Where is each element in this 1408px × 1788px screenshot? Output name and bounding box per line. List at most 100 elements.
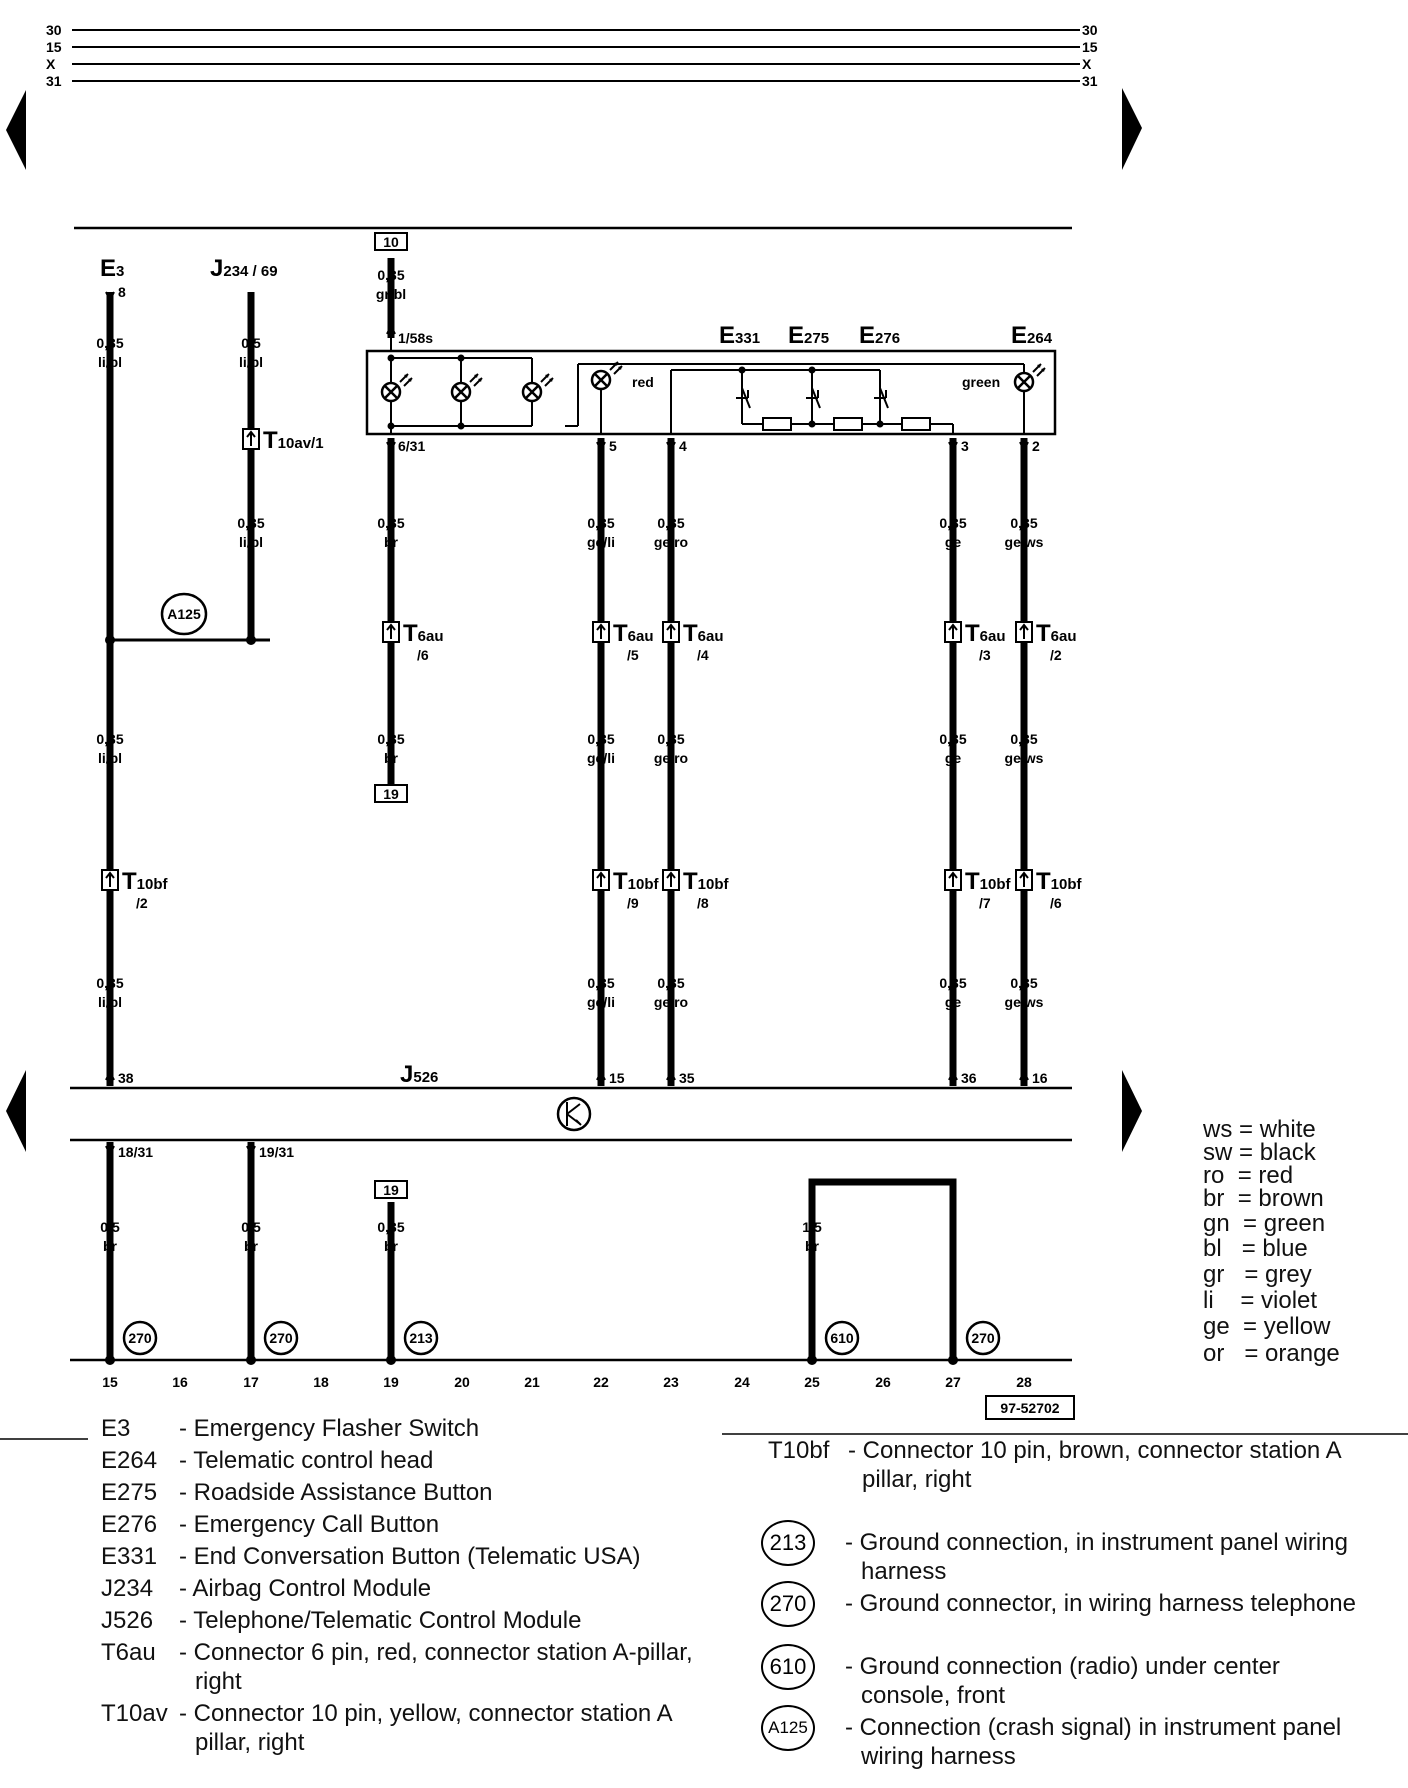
pin-label: 5 [609, 438, 617, 454]
svg-text:270: 270 [971, 1330, 995, 1346]
svg-text:ge/ro: ge/ro [654, 994, 688, 1010]
svg-text:0,35: 0,35 [657, 975, 684, 991]
svg-text:/9: /9 [627, 895, 639, 911]
svg-text:T6au: T6au [965, 620, 1006, 647]
rail-label: 31 [1082, 73, 1098, 89]
pin-label: 3 [961, 438, 969, 454]
svg-text:0,35: 0,35 [657, 731, 684, 747]
ground-point-270: 270 [105, 1320, 158, 1365]
svg-text:0,35: 0,35 [237, 515, 264, 531]
svg-text:19: 19 [383, 1374, 399, 1390]
svg-text:ge/ro: ge/ro [654, 534, 688, 550]
lamp-icon [380, 372, 414, 403]
svg-text:270: 270 [269, 1330, 293, 1346]
svg-text:br: br [384, 750, 399, 766]
ground-point-270: 270 [948, 1320, 1001, 1365]
svg-text:/4: /4 [697, 647, 709, 663]
svg-text:0,35: 0,35 [587, 975, 614, 991]
svg-text:li/bl: li/bl [98, 354, 122, 370]
document-id: 97-52702 [985, 1395, 1075, 1420]
red-lamp-icon [590, 360, 624, 391]
color-key-row: gn = green [1203, 1210, 1326, 1237]
svg-text:0,35: 0,35 [377, 1219, 404, 1235]
svg-text:ge/ws: ge/ws [1005, 534, 1044, 550]
svg-text:270: 270 [128, 1330, 152, 1346]
svg-text:0,35: 0,35 [939, 731, 966, 747]
svg-text:97-52702: 97-52702 [1000, 1400, 1059, 1416]
svg-text:0,35: 0,35 [377, 515, 404, 531]
svg-text:0,35: 0,35 [96, 975, 123, 991]
svg-text:213: 213 [409, 1330, 433, 1346]
lamp-color-label: red [632, 374, 654, 390]
rail-label: 31 [46, 73, 62, 89]
ground-610-icon: 610 [761, 1644, 815, 1690]
pin-label: 18/31 [118, 1144, 153, 1160]
svg-text:18: 18 [313, 1374, 329, 1390]
color-key-row: sw = black [1203, 1139, 1316, 1166]
page-next-arrow-icon[interactable] [1122, 1070, 1142, 1152]
pin-label: 4 [679, 438, 687, 454]
pin-label: 2 [1032, 438, 1040, 454]
connector-t10bf: T10bf/6 [1015, 868, 1083, 911]
svg-text:1,5: 1,5 [802, 1219, 822, 1235]
ground-point-213: 213 [386, 1320, 439, 1365]
svg-text:ge/li: ge/li [587, 994, 615, 1010]
svg-text:19: 19 [383, 786, 399, 802]
ground-symbol-icon [556, 1096, 592, 1132]
connector-t10bf: T10bf/2 [101, 868, 169, 911]
page-next-arrow-icon[interactable] [1122, 88, 1142, 170]
svg-text:23: 23 [663, 1374, 679, 1390]
j526-module [70, 1086, 1072, 1142]
svg-text:0,35: 0,35 [939, 975, 966, 991]
component-label-j234: J234 / 69 [210, 255, 278, 282]
svg-text:/6: /6 [417, 647, 429, 663]
color-key-row: ws = white [1203, 1116, 1316, 1143]
svg-text:T10bf: T10bf [965, 868, 1012, 895]
svg-text:T10bf: T10bf [613, 868, 660, 895]
svg-text:0,35: 0,35 [939, 515, 966, 531]
page-prev-arrow-icon[interactable] [6, 90, 26, 170]
color-key-row: ge = yellow [1203, 1313, 1331, 1340]
svg-text:0,35: 0,35 [1010, 515, 1037, 531]
ref-box: 10 [374, 232, 408, 251]
connector-t6au: T6au/3 [944, 620, 1006, 663]
connector-t6au: T6au/5 [592, 620, 654, 663]
svg-text:22: 22 [593, 1374, 609, 1390]
svg-text:br: br [384, 1238, 399, 1254]
color-key-row: bl = blue [1203, 1235, 1308, 1262]
wire-traces [106, 258, 1028, 1360]
supply-rails [72, 29, 1080, 82]
rail-label: 15 [46, 39, 62, 55]
svg-text:br: br [805, 1238, 820, 1254]
pin-label: 36 [961, 1070, 977, 1086]
svg-text:li/bl: li/bl [98, 750, 122, 766]
svg-text:ge/ro: ge/ro [654, 750, 688, 766]
component-label-e275: E275 [788, 322, 829, 349]
color-key-row: li = violet [1203, 1287, 1318, 1314]
connector-t6au: T6au/4 [662, 620, 724, 663]
telematic-control-head [365, 349, 1057, 436]
svg-text:24: 24 [734, 1374, 750, 1390]
page-prev-arrow-icon[interactable] [6, 1070, 26, 1152]
component-label-e3: E3 [100, 255, 124, 282]
svg-text:ge: ge [945, 750, 962, 766]
svg-text:25: 25 [804, 1374, 820, 1390]
color-key-row: gr = grey [1203, 1261, 1312, 1288]
lamp-icon [450, 372, 484, 403]
splice-a125: A125 [160, 592, 208, 636]
component-label-e276: E276 [859, 322, 900, 349]
lamp-color-label: green [962, 374, 1000, 390]
pin-label: 6/31 [398, 438, 425, 454]
connector-t6au: T6au/2 [1015, 620, 1077, 663]
svg-text:T6au: T6au [613, 620, 654, 647]
svg-text:/3: /3 [979, 647, 991, 663]
svg-text:0,35: 0,35 [587, 515, 614, 531]
ref-box: 19 [374, 784, 408, 803]
svg-text:li/bl: li/bl [239, 534, 263, 550]
svg-text:/5: /5 [627, 647, 639, 663]
push-button-switch-icon [736, 387, 889, 409]
svg-text:17: 17 [243, 1374, 259, 1390]
svg-text:T10bf: T10bf [122, 868, 169, 895]
svg-text:10: 10 [383, 234, 399, 250]
